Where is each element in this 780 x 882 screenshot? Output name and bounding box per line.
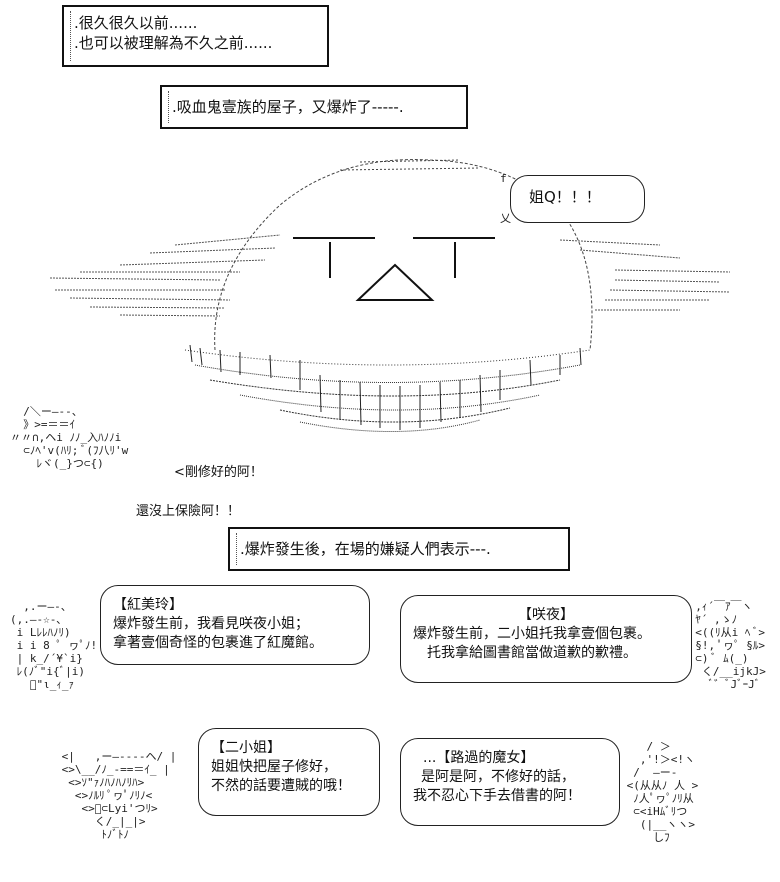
sakuya-ascii-art: ,ｨ´￣ｱ￣ヽ ﾔ´ ,ゝﾉ <((ﾘ从i ﾍ ﾞ> §!, ﾟヮﾟ §ﾙ> ⊂… (695, 600, 766, 691)
flandre-line-1: 姐姐快把屋子修好， (211, 759, 337, 775)
flandre-speech-bubble: 【二小姐】 姐姐快把屋子修好， 不然的話要遭賊的哦！ (198, 728, 380, 816)
meiling-line-1: 爆炸發生前，我看見咲夜小姐； (113, 616, 309, 632)
sakuya-speaker: 【咲夜】 (518, 607, 574, 623)
marisa-speaker: ...【路過的魔女】 (423, 750, 535, 766)
meiling-line-2: 拿著壹個奇怪的包裹進了紅魔館。 (113, 635, 323, 651)
cirno-ascii-art: /＼ー―‐-、 》>=＝＝ｲ 〃〃∩,ヘi ﾉﾉ_入ﾊﾉﾉi ⊂ﾉﾍ'v(ﾊﾘ;… (10, 405, 129, 470)
aftermath-line: .爆炸發生後，在場的嫌疑人們表示---. (240, 540, 491, 558)
explosion-line: .吸血鬼壹族的屋子，又爆炸了-----. (172, 98, 404, 116)
flandre-speaker: 【二小姐】 (211, 740, 281, 756)
shout-tail-bottom: 乂 (500, 212, 511, 225)
marisa-ascii-art: / ＞ ,'!＞<!ヽ / ―ー‐ <(从从ﾉ 人 > ﾉ人ﾟヮﾟﾉﾘ从 ⊂<i… (626, 740, 699, 844)
intro-line-2: .也可以被理解為不久之前...... (74, 34, 273, 52)
flandre-ascii-art: <| ,ー―‐-‐‐ヘ/ | <>\__/ﾉ_-==＝ｲ_ | <>ｿ"ｧﾉﾊﾉ… (61, 750, 177, 841)
marisa-speech-bubble: ...【路過的魔女】 是阿是阿，不修好的話， 我不忍心下手去借書的阿！ (400, 738, 620, 826)
narration-intro-box: .很久很久以前...... .也可以被理解為不久之前...... (62, 5, 329, 67)
mansion-shout-text: 姐Q！！！ (529, 188, 601, 206)
meiling-ascii-art: ,.ー―-、 (,.―-☆-､ i Lﾚﾚﾊﾉﾘ) i i 8 ﾟ ヮﾟﾉ! |… (10, 600, 98, 691)
meiling-speaker: 【紅美玲】 (113, 597, 183, 613)
flandre-line-2: 不然的話要遭賊的哦！ (211, 778, 351, 794)
marisa-line-1: 是阿是阿，不修好的話， (421, 769, 575, 785)
sakuya-speech-bubble: 【咲夜】 爆炸發生前，二小姐托我拿壹個包裹。 托我拿給圖書館當做道歉的歉禮。 (400, 595, 692, 683)
meiling-speech-bubble: 【紅美玲】 爆炸發生前，我看見咲夜小姐； 拿著壹個奇怪的包裹進了紅魔館。 (100, 585, 370, 665)
narration-aftermath-box: .爆炸發生後，在場的嫌疑人們表示---. (228, 527, 570, 571)
cirno-line-1: <剛修好的阿！ (174, 465, 263, 480)
narration-explosion-box: .吸血鬼壹族的屋子，又爆炸了-----. (160, 85, 468, 129)
cirno-line-2: 還沒上保險阿！！ (136, 504, 241, 519)
mansion-shout-bubble: 姐Q！！！ (510, 175, 645, 223)
marisa-line-2: 我不忍心下手去借書的阿！ (413, 788, 581, 804)
intro-line-1: .很久很久以前...... (74, 14, 198, 32)
mansion-art (49, 159, 731, 432)
sakuya-line-2: 托我拿給圖書館當做道歉的歉禮。 (427, 645, 637, 661)
sakuya-line-1: 爆炸發生前，二小姐托我拿壹個包裹。 (413, 626, 651, 642)
shout-tail-top: f (500, 172, 507, 185)
